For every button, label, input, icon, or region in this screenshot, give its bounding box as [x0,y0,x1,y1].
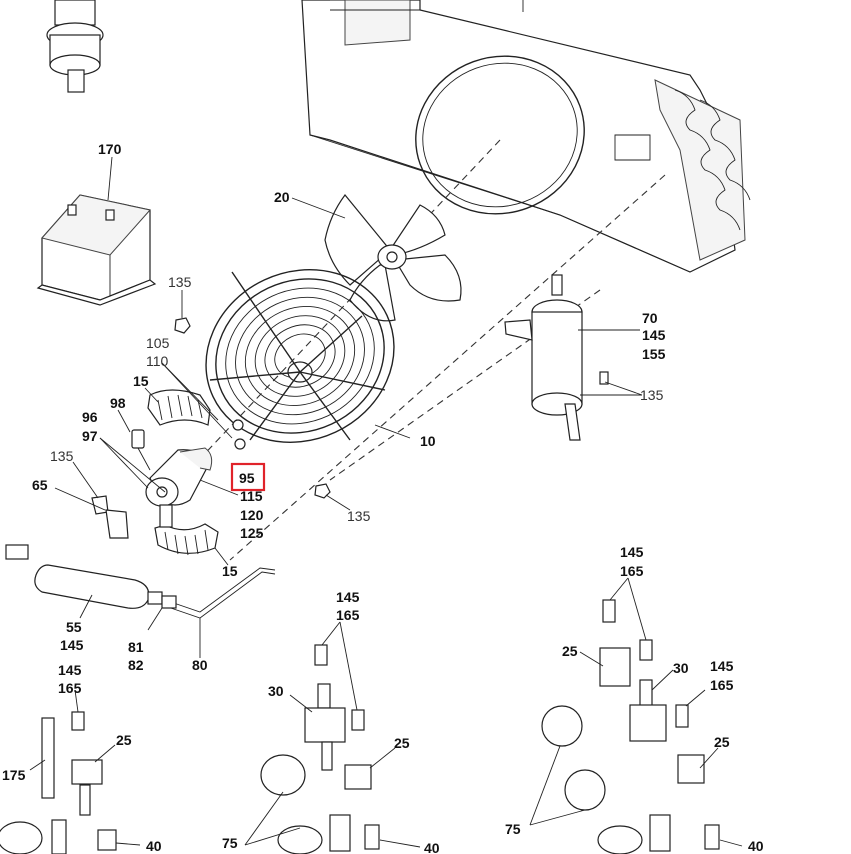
highlight-box-95 [230,462,266,492]
callout-170: 170 [98,141,122,157]
callout-105: 105 [146,335,170,351]
callout-145-a: 145 [642,327,666,343]
callout-165-d: 165 [710,677,734,693]
callout-80: 80 [192,657,208,673]
callout-165-a: 165 [58,680,82,696]
callout-65: 65 [32,477,48,493]
callout-10: 10 [420,433,436,449]
callout-25-b: 25 [394,735,410,751]
callout-125: 125 [240,525,264,541]
callout-95: 95 [239,470,255,486]
tube-80 [161,567,276,619]
callout-145-e: 145 [620,544,644,560]
callout-25-d: 25 [714,734,730,750]
callout-165-c: 165 [620,563,644,579]
callout-135-b: 135 [50,448,74,464]
receiver-tank-70 [504,274,609,441]
assembly-axis-2 [229,174,666,561]
callout-145-b: 145 [60,637,84,653]
callout-30-a: 30 [268,683,284,699]
callout-25-c: 25 [562,643,578,659]
callout-97: 97 [82,428,98,444]
callout-25-a: 25 [116,732,132,748]
callout-15-bottom: 15 [222,563,238,579]
capacitor-98 [131,429,151,471]
leader-lines [29,156,743,848]
callout-145-f: 145 [710,658,734,674]
callout-55: 55 [66,619,82,635]
motor-mount-15-top [147,389,211,426]
filter-drier-55 [5,544,163,609]
bracket-65 [91,495,129,539]
valve-assembly-left [0,711,117,854]
callout-96: 96 [82,409,98,425]
valve-assembly-right [541,599,720,854]
callout-40-a: 40 [146,838,162,854]
fan-guard-10 [205,269,395,443]
callout-135-a: 135 [168,274,192,290]
callout-120: 120 [240,507,264,523]
condenser-housing [301,0,751,273]
callout-40-b: 40 [424,840,440,854]
callout-135-d: 135 [640,387,664,403]
callout-81: 81 [128,639,144,655]
callout-82: 82 [128,657,144,673]
valve-top-left [46,0,104,93]
callout-98: 98 [110,395,126,411]
fan-blade-20 [324,194,462,322]
callout-165-b: 165 [336,607,360,623]
valve-assembly-middle [260,644,380,854]
callout-15-top: 15 [133,373,149,389]
callout-labels: 170 20 135 105 110 15 98 96 97 135 65 95… [2,141,764,854]
callout-75-a: 75 [222,835,238,851]
nut-105-110 [232,419,246,450]
motor-mount-15-bottom [154,523,229,566]
callout-115: 115 [240,488,263,504]
callout-145-d: 145 [336,589,360,605]
callout-175: 175 [2,767,26,783]
callout-20: 20 [274,189,290,205]
callout-75-b: 75 [505,821,521,837]
callout-135-c: 135 [347,508,371,524]
screw-135-a [174,290,191,334]
callout-110: 110 [146,353,169,369]
transformer-box-170 [36,194,157,306]
screw-135-c [314,483,351,511]
assembly-axis-1 [179,139,501,481]
callout-145-c: 145 [58,662,82,678]
callout-70: 70 [642,310,658,326]
callout-155: 155 [642,346,666,362]
fan-motor-95 [145,447,213,528]
callout-30-b: 30 [673,660,689,676]
callout-40-c: 40 [748,838,764,854]
